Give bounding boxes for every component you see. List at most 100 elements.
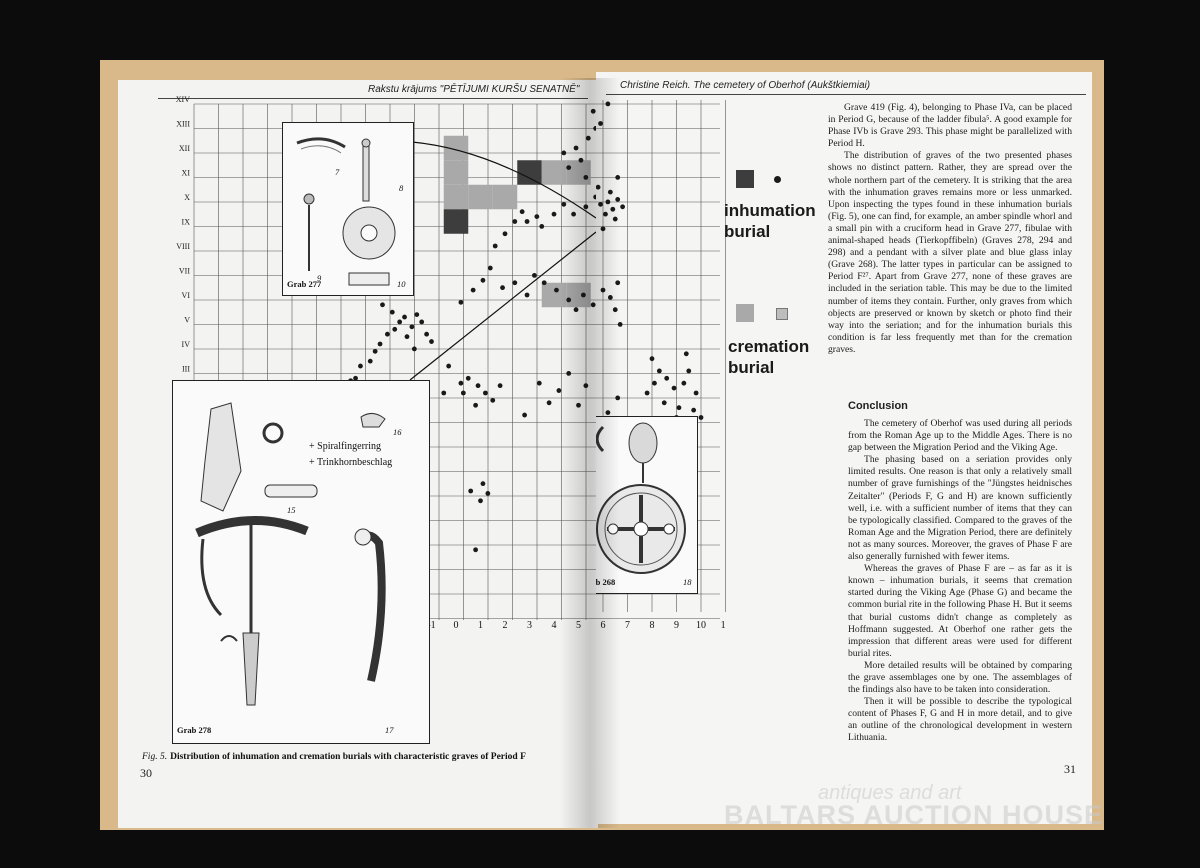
burial-dot bbox=[698, 415, 704, 420]
burial-dot bbox=[600, 226, 606, 232]
x-tick-label: 0 bbox=[454, 620, 459, 631]
x-tick-label: 1 bbox=[478, 620, 483, 631]
burial-dot bbox=[487, 265, 493, 271]
burial-dot bbox=[480, 481, 486, 487]
y-tick-label: VIII bbox=[176, 242, 190, 251]
burial-square bbox=[443, 184, 469, 210]
burial-dot bbox=[532, 273, 537, 278]
burial-dot bbox=[578, 157, 584, 163]
paragraph: The cemetery of Oberhof was used during … bbox=[848, 418, 1072, 454]
grab-278-finds-drawing bbox=[195, 402, 386, 706]
burial-dot bbox=[392, 326, 398, 332]
paragraph: The phasing based on a seriation provide… bbox=[848, 454, 1072, 563]
burial-dot bbox=[473, 402, 478, 408]
find-number: 10 bbox=[397, 279, 406, 289]
burial-dot bbox=[656, 368, 662, 374]
find-number: 15 bbox=[287, 505, 296, 515]
burial-dot bbox=[583, 175, 589, 180]
burial-dot bbox=[414, 312, 420, 317]
y-tick-label: IV bbox=[182, 340, 191, 349]
burial-dot bbox=[566, 297, 572, 303]
burial-square bbox=[468, 184, 493, 210]
y-tick-label: IX bbox=[182, 218, 191, 227]
burial-dot bbox=[598, 201, 603, 207]
burial-dot bbox=[661, 400, 667, 406]
grab-278-note-1: + Spiralfingerring bbox=[309, 441, 382, 452]
burial-dot bbox=[576, 402, 581, 408]
y-tick-label: XI bbox=[182, 169, 191, 178]
x-tick-label: 6 bbox=[601, 620, 606, 631]
page-number-left: 30 bbox=[140, 766, 152, 780]
x-tick-label: 5 bbox=[576, 620, 581, 631]
burial-dot bbox=[478, 498, 483, 504]
burial-dot bbox=[460, 390, 466, 396]
grab-277-label: Grab 277 bbox=[287, 279, 322, 289]
y-tick-label: VII bbox=[179, 267, 190, 276]
x-tick-label: 2 bbox=[503, 620, 508, 631]
legend-inhumation-line-2: burial bbox=[724, 222, 771, 241]
legend-inhumation-square bbox=[736, 170, 754, 188]
paragraph: Whereas the graves of Phase F are – as f… bbox=[848, 563, 1072, 659]
burial-dot bbox=[483, 390, 488, 396]
legend-cremation-square bbox=[736, 304, 754, 322]
burial-dot bbox=[615, 175, 621, 180]
burial-dot bbox=[353, 375, 358, 381]
paragraph: The distribution of graves of the two pr… bbox=[828, 150, 1072, 355]
burial-dot bbox=[480, 277, 486, 283]
y-tick-label: XIII bbox=[176, 120, 190, 129]
burial-dot bbox=[492, 243, 498, 249]
burial-dot bbox=[404, 334, 410, 340]
burial-dot bbox=[581, 292, 586, 298]
burial-dot bbox=[411, 346, 417, 352]
find-number: 7 bbox=[335, 167, 340, 177]
burial-dot bbox=[620, 204, 625, 210]
x-tick-label: 8 bbox=[650, 620, 655, 631]
burial-dot bbox=[468, 488, 474, 494]
burial-dot bbox=[490, 397, 496, 403]
burial-square bbox=[492, 184, 518, 210]
find-number: 9 bbox=[317, 273, 322, 283]
leader-line-grab-277 bbox=[411, 141, 597, 219]
inset-grab-278: + Spiralfingerring + Trinkhornbeschlag G… bbox=[172, 380, 430, 744]
burial-dot bbox=[610, 206, 616, 212]
burial-dot bbox=[485, 491, 491, 496]
burial-dot bbox=[473, 547, 478, 553]
burial-square bbox=[541, 160, 567, 185]
burial-dot bbox=[617, 322, 623, 327]
burial-dot bbox=[551, 211, 557, 217]
burial-dot bbox=[693, 390, 699, 396]
burial-dot bbox=[615, 280, 621, 286]
grab-277-finds-drawing bbox=[296, 137, 396, 286]
burial-dot bbox=[603, 211, 608, 217]
burial-dot bbox=[605, 199, 611, 205]
running-head-right: Christine Reich. The cemetery of Oberhof… bbox=[620, 80, 871, 91]
burial-dot bbox=[607, 189, 613, 195]
burial-dot bbox=[424, 331, 429, 337]
burial-square bbox=[566, 282, 591, 308]
burial-dot bbox=[615, 395, 621, 401]
burial-dot bbox=[536, 380, 542, 386]
distribution-chart-continuation: 6789101112 bbox=[596, 100, 726, 631]
find-number: 8 bbox=[399, 183, 404, 193]
running-head-left: Rakstu krājums "PĒTĪJUMI KURŠU SENATNĒ" bbox=[368, 84, 580, 95]
find-number: 16 bbox=[393, 427, 402, 437]
burial-dot bbox=[566, 165, 572, 170]
figure-caption-text: Distribution of inhumation and cremation… bbox=[170, 752, 526, 762]
paragraph: More detailed results will be obtained b… bbox=[848, 659, 1072, 696]
figure-caption-label: Fig. 5. bbox=[142, 752, 168, 762]
x-tick-label: 4 bbox=[552, 620, 557, 631]
burial-square bbox=[443, 160, 469, 185]
burial-dot bbox=[583, 204, 589, 210]
y-tick-label: XIV bbox=[176, 95, 190, 104]
burial-dot bbox=[583, 383, 589, 389]
burial-dot bbox=[585, 135, 591, 141]
burial-dot bbox=[541, 280, 547, 286]
burial-dot bbox=[475, 383, 481, 389]
burial-dot bbox=[546, 400, 552, 406]
left-page: Rakstu krājums "PĒTĪJUMI KURŠU SENATNĒ" … bbox=[118, 80, 598, 828]
burial-dot bbox=[590, 108, 596, 114]
watermark-line-2: BALTARS AUCTION HOUSE bbox=[724, 800, 1103, 830]
header-rule-right bbox=[606, 94, 1086, 95]
burial-dot bbox=[524, 219, 530, 224]
burial-dot bbox=[607, 295, 613, 300]
